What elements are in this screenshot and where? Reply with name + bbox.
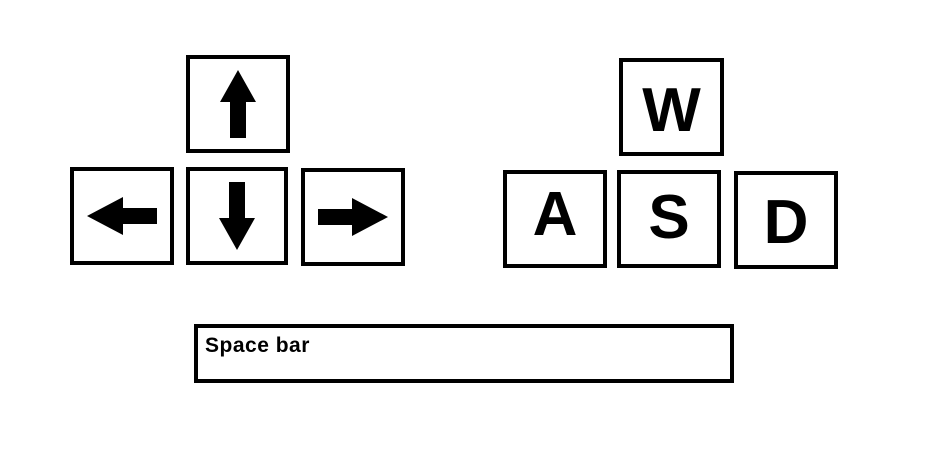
- s-key[interactable]: S: [617, 170, 721, 268]
- arrow-right-icon: [318, 198, 388, 236]
- w-key[interactable]: W: [619, 58, 724, 156]
- arrow-right-key[interactable]: [301, 168, 405, 266]
- space-bar-key[interactable]: Space bar: [194, 324, 734, 383]
- arrow-down-key[interactable]: [186, 167, 288, 265]
- arrow-left-key[interactable]: [70, 167, 174, 265]
- arrow-down-icon: [219, 182, 255, 250]
- arrow-up-icon: [220, 70, 256, 138]
- space-bar-label: Space bar: [205, 334, 310, 357]
- w-key-label: W: [642, 76, 701, 145]
- a-key-label: A: [532, 180, 578, 249]
- d-key[interactable]: D: [734, 171, 838, 269]
- s-key-label: S: [648, 183, 690, 252]
- a-key[interactable]: A: [503, 170, 607, 268]
- d-key-label: D: [763, 188, 809, 257]
- arrow-up-key[interactable]: [186, 55, 290, 153]
- arrow-left-icon: [87, 197, 157, 235]
